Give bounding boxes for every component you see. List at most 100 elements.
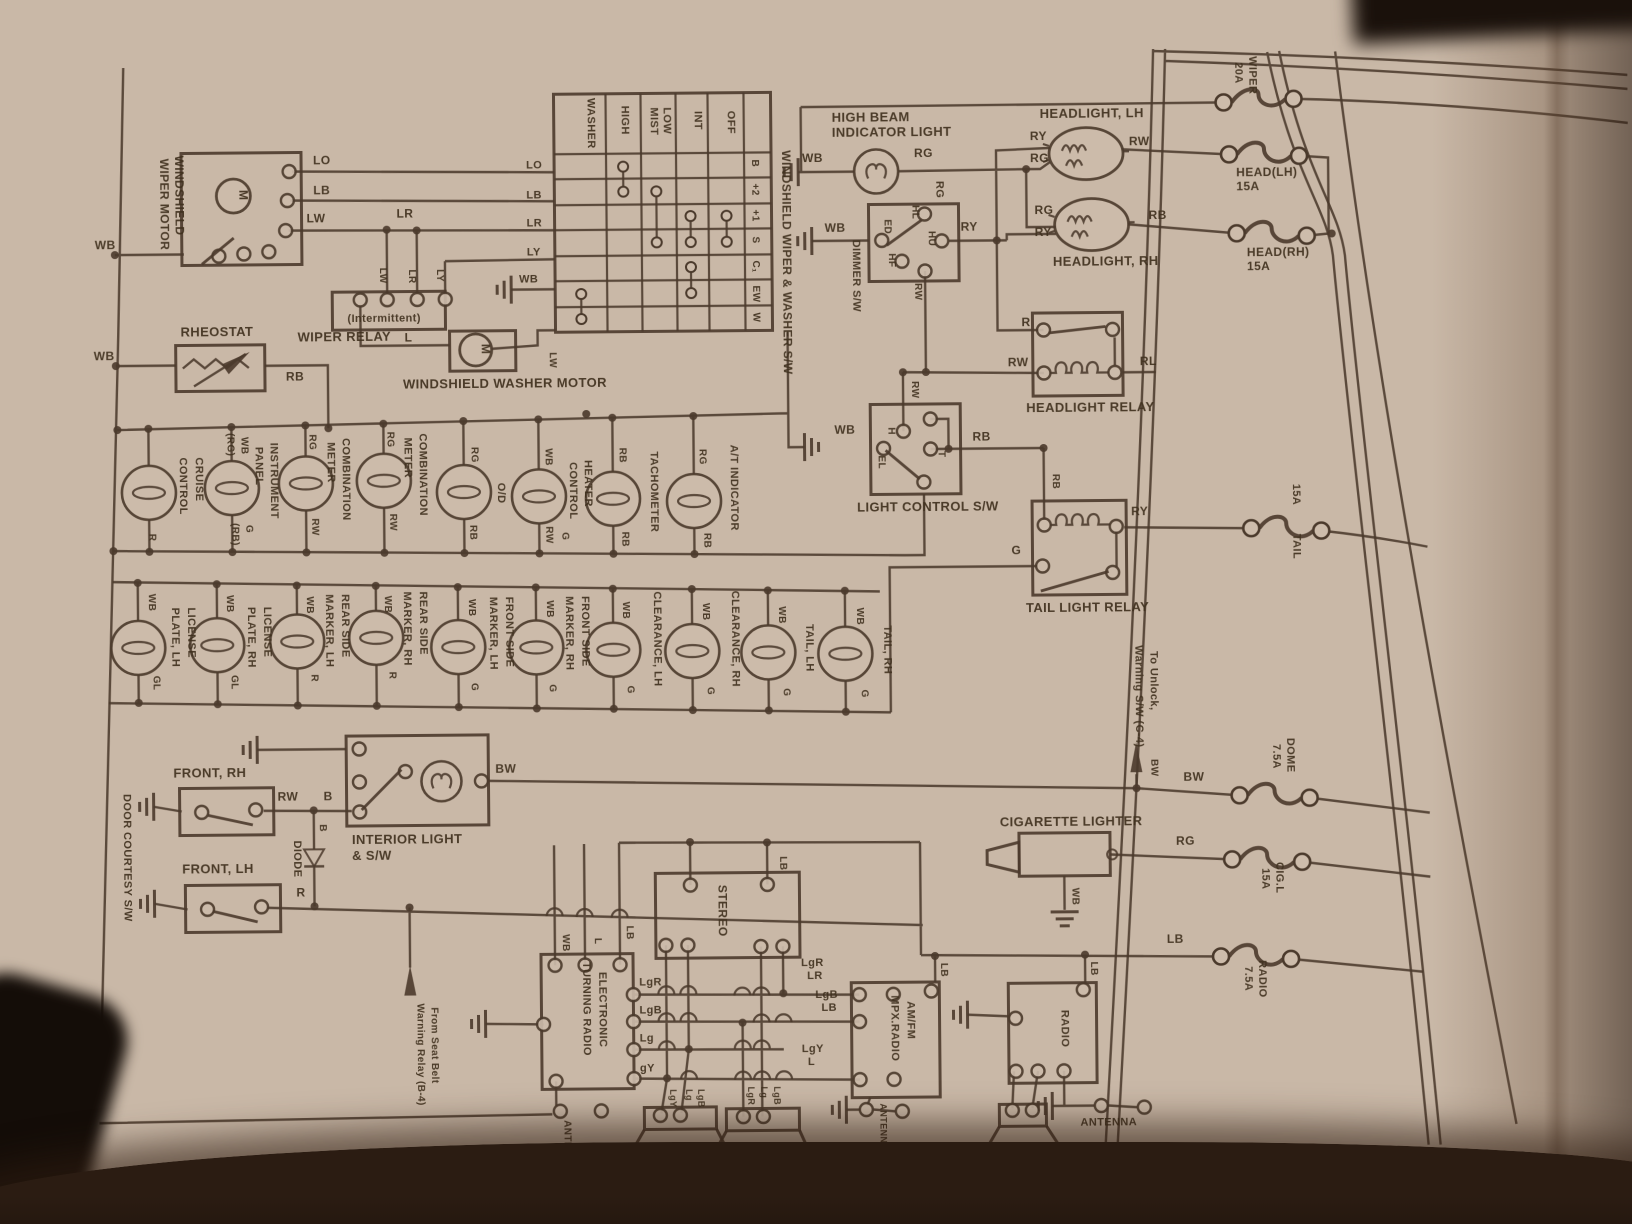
- junction-dot: [213, 700, 222, 709]
- terminal: [682, 877, 699, 893]
- diagram-label: HEADLIGHT, LH: [1040, 105, 1144, 121]
- terminal: [916, 474, 932, 490]
- component-box: [642, 1105, 719, 1132]
- switch-contact: [617, 185, 630, 198]
- diagram-label: G: [705, 687, 716, 695]
- bulb-filament-icon: [595, 491, 631, 506]
- diagram-label: WB: [146, 594, 157, 612]
- terminal: [248, 802, 264, 818]
- terminal: [548, 1073, 564, 1089]
- diagram-label: STEREO: [715, 885, 729, 937]
- component-box: [174, 343, 267, 394]
- terminal: [1035, 322, 1052, 338]
- junction-dot: [459, 417, 468, 426]
- terminal: [759, 876, 776, 893]
- diagram-label: LW: [547, 352, 558, 368]
- diagram-label: LICENSE: [261, 607, 273, 658]
- junction-dot: [1039, 444, 1048, 453]
- table-grid-line: [554, 253, 772, 258]
- switch-contact: [650, 236, 663, 249]
- switch-lever: [884, 449, 921, 481]
- diagram-label: RADIO: [1058, 1010, 1070, 1048]
- junction-dot: [293, 701, 302, 710]
- junction-dot: [111, 362, 120, 371]
- component-box: [724, 1106, 802, 1133]
- component-box: [849, 980, 942, 1100]
- junction-dot: [779, 989, 788, 998]
- switch-contact: [685, 287, 698, 300]
- ground-icon: [138, 792, 156, 821]
- component-box: [178, 786, 276, 838]
- terminal: [626, 1041, 642, 1058]
- diagram-label: HL: [909, 205, 920, 219]
- junction-dot: [1132, 784, 1141, 793]
- terminal: [277, 222, 294, 239]
- diagram-label: RG: [914, 146, 933, 160]
- ground-icon: [951, 1000, 970, 1029]
- diagram-label: EL: [876, 455, 887, 469]
- diagram-label: LB: [938, 963, 949, 977]
- diagram-label: (RB): [229, 523, 240, 546]
- cigarette-lighter-tip: [1106, 848, 1119, 861]
- diagram-label: LR: [807, 970, 823, 982]
- fuse-terminal: [1300, 788, 1319, 807]
- component-symbols: [72, 87, 1336, 1158]
- switch-contact: [617, 160, 630, 173]
- diagram-label: DIMMER S/W: [850, 240, 863, 313]
- diagram-label: RW: [278, 790, 299, 804]
- diagram-label: O/D: [495, 483, 507, 504]
- diagram-label: RG: [384, 432, 395, 448]
- component-box: [653, 870, 802, 960]
- junction-dot: [898, 368, 907, 377]
- diagram-label: G: [469, 683, 480, 691]
- terminal: [672, 1107, 689, 1123]
- wire-crossover: [752, 1039, 771, 1049]
- switch-lever: [201, 236, 235, 266]
- bulb-icon: [268, 613, 326, 670]
- headlight-icon: [1047, 126, 1125, 182]
- junction-dot: [763, 838, 772, 847]
- cigarette-lighter-body: [985, 840, 1021, 875]
- bulb-icon: [817, 625, 874, 683]
- diagram-label: DOME: [1284, 738, 1296, 773]
- component-box: [551, 90, 775, 334]
- junction-dot: [738, 1018, 747, 1027]
- diagram-label: WB: [700, 603, 711, 621]
- diagram-label: WB: [382, 596, 393, 614]
- wire-crossover: [774, 1013, 793, 1023]
- terminal: [261, 244, 277, 260]
- terminal: [874, 232, 890, 249]
- bulb-filament-icon: [121, 640, 156, 656]
- junction-dot: [227, 423, 236, 432]
- junction-dot: [944, 444, 953, 453]
- junction-dot: [145, 547, 154, 556]
- wire-crossover: [733, 986, 752, 996]
- diagram-label: RW: [909, 381, 920, 399]
- diagram-label: RW: [309, 518, 320, 536]
- diagram-label: From Seat Belt: [428, 1007, 440, 1084]
- table-grid-line: [604, 93, 609, 332]
- terminal: [934, 233, 950, 249]
- diagram-label: RG: [933, 181, 945, 198]
- diagram-label: LR: [406, 269, 417, 284]
- switch-contact: [684, 210, 697, 223]
- diagram-label: S: [750, 236, 761, 243]
- diagram-label: RG: [697, 449, 708, 465]
- junction-dot: [133, 578, 142, 587]
- bulb-icon: [664, 622, 721, 680]
- junction-dot: [931, 951, 940, 960]
- diagram-label: EW: [750, 285, 761, 302]
- diagram-label: AM/FM: [904, 1001, 916, 1039]
- bulb-icon: [584, 470, 642, 528]
- diagram-label: RB: [286, 369, 304, 383]
- diagram-label: DIODE: [291, 840, 303, 877]
- diagram-label: WB: [854, 608, 865, 626]
- motor-icon: [214, 177, 252, 215]
- diagram-label: G: [625, 686, 636, 694]
- diagram-label: WB: [620, 602, 631, 620]
- diagram-label: CLEARANCE, RH: [729, 591, 742, 687]
- diagram-label: LgR: [746, 1087, 756, 1106]
- ground-icon: [1050, 910, 1079, 928]
- wire-crossover: [657, 985, 676, 995]
